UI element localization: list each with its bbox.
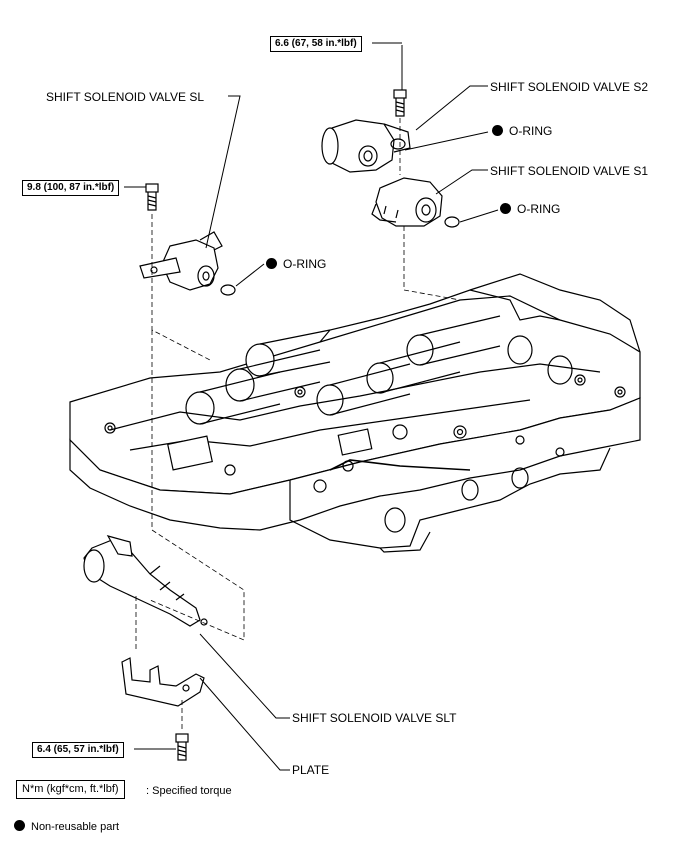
- oring-s1: [444, 216, 460, 228]
- non-reusable-icon: [492, 125, 503, 136]
- legend-torque-unit: N*m (kgf*cm, ft.*lbf): [16, 780, 125, 799]
- solenoid-valve-s2: [321, 119, 411, 173]
- plate: [121, 657, 205, 707]
- solenoid-valve-sl: [139, 231, 223, 291]
- bolt-slt: [175, 733, 189, 761]
- label-plate: PLATE: [292, 763, 330, 777]
- torque-label-s2: 6.6 (67, 58 in.*lbf): [270, 36, 362, 52]
- bolt-s2: [393, 89, 407, 117]
- oring-s2: [390, 138, 406, 150]
- label-solenoid-slt: SHIFT SOLENOID VALVE SLT: [292, 711, 457, 725]
- label-solenoid-sl: SHIFT SOLENOID VALVE SL: [46, 90, 205, 104]
- label-oring-s2: O-RING: [492, 124, 552, 138]
- leader-lines: [124, 42, 499, 771]
- non-reusable-icon: [266, 258, 277, 269]
- label-oring-sl: O-RING: [266, 257, 326, 271]
- label-solenoid-s2: SHIFT SOLENOID VALVE S2: [490, 80, 649, 94]
- torque-label-sl: 9.8 (100, 87 in.*lbf): [22, 180, 120, 196]
- solenoid-valve-slt: [83, 535, 208, 627]
- non-reusable-icon: [14, 820, 25, 831]
- label-oring-s1: O-RING: [500, 202, 560, 216]
- spool-bores: [185, 315, 573, 425]
- oring-sl: [220, 284, 236, 296]
- torque-label-slt: 6.4 (65, 57 in.*lbf): [32, 742, 124, 758]
- alignment-lines: [135, 118, 461, 732]
- non-reusable-icon: [500, 203, 511, 214]
- bolt-sl: [145, 183, 159, 211]
- legend-non-reusable: Non-reusable part: [14, 820, 119, 834]
- valve-body: [69, 273, 641, 553]
- solenoid-valve-s1: [371, 177, 443, 227]
- label-solenoid-s1: SHIFT SOLENOID VALVE S1: [490, 164, 649, 178]
- legend-torque-desc: : Specified torque: [146, 785, 232, 797]
